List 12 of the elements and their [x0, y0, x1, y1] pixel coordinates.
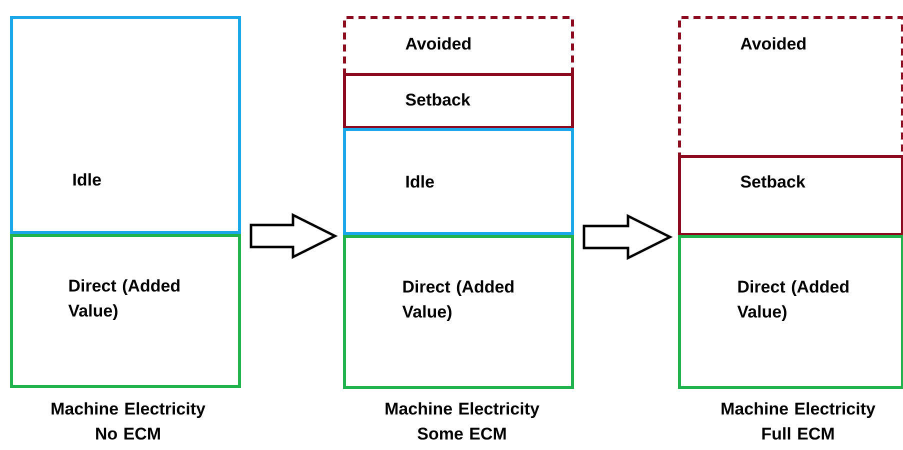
- setback-box: Setback: [678, 155, 903, 236]
- setback-box: Setback: [343, 73, 574, 129]
- block-arrow: [250, 212, 338, 260]
- idle-box: Idle: [343, 128, 574, 235]
- avoided-box: Avoided: [343, 16, 574, 76]
- direct-box: Direct (Added Value): [678, 235, 903, 389]
- direct-box: Direct (Added Value): [343, 235, 574, 389]
- idle-box: Idle: [10, 16, 241, 234]
- direct-box: Direct (Added Value): [10, 234, 241, 388]
- column-caption: Machine Electricity No ECM: [52, 402, 206, 440]
- avoided-box: Avoided: [678, 16, 903, 158]
- block-arrow: [582, 214, 673, 260]
